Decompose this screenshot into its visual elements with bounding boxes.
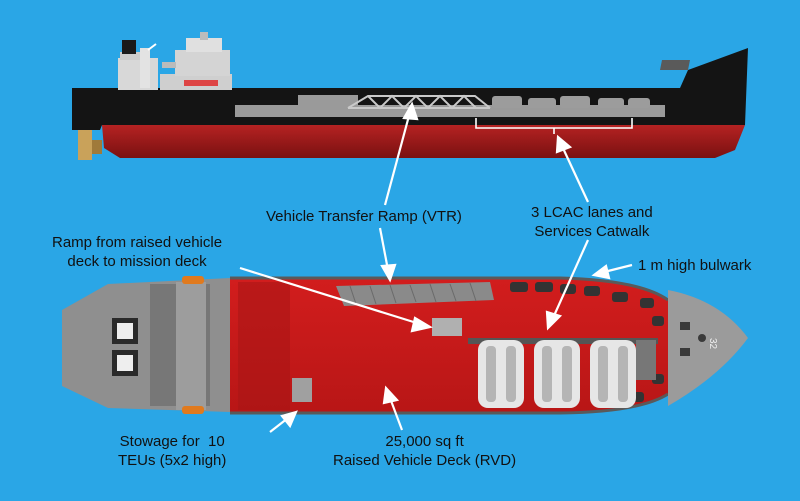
ramp-text-line1: Ramp from raised vehicle [52, 234, 223, 251]
deck-edge [235, 105, 665, 117]
label-bulwark: 1 m high bulwark [638, 256, 751, 275]
bow-deck [668, 290, 748, 406]
lifeboats [182, 276, 204, 414]
annotation-arrows [239, 101, 633, 433]
bulwark-text: 1 m high bulwark [638, 257, 752, 274]
vtr-ramp-plan [336, 282, 494, 306]
lcac-lanes [468, 338, 658, 408]
bow-marking: 32 [707, 338, 718, 350]
side-profile [72, 32, 748, 160]
ramp-text-line2: deck to mission deck [67, 253, 207, 270]
lcac-text-line2: Services Catwalk [534, 223, 650, 240]
funnels [112, 318, 138, 376]
hull-red [102, 125, 745, 158]
label-stowage: Stowage for 10 TEUs (5x2 high) [118, 432, 226, 470]
bow-fittings [680, 322, 706, 356]
label-ramp-raised-deck: Ramp from raised vehicle deck to mission… [52, 233, 222, 271]
label-raised-vehicle-deck: 25,000 sq ft Raised Vehicle Deck (RVD) [333, 432, 516, 470]
deck-vehicles [492, 96, 650, 108]
label-lcac-lanes: 3 LCAC lanes and Services Catwalk [531, 203, 653, 241]
lcac-text-line1: 3 LCAC lanes and [531, 204, 653, 221]
stern-catwalk [176, 282, 206, 410]
rvd-text-line1: 25,000 sq ft [385, 433, 464, 450]
lcac-2 [534, 340, 580, 408]
propeller-stub [92, 140, 102, 154]
vtr-truss [347, 94, 491, 110]
rudder [78, 128, 92, 160]
deck-edge-2 [298, 95, 358, 105]
rvd-block [238, 282, 290, 410]
lcac-bracket [475, 118, 633, 134]
bulwark-edge [230, 276, 669, 415]
stowage-text-line2: TEUs (5x2 high) [118, 452, 227, 469]
stowage-text-line1: Stowage for 10 [119, 433, 225, 450]
rvd-text-line2: Raised Vehicle Deck (RVD) [333, 452, 517, 469]
vtr-text: Vehicle Transfer Ramp (VTR) [266, 208, 462, 225]
superstructure [118, 32, 232, 90]
mission-deck-ramp [432, 318, 462, 336]
lcac-3 [590, 340, 636, 408]
bow-flare [660, 60, 690, 70]
teu-stowage [292, 378, 312, 402]
lcac-1 [478, 340, 524, 408]
plan-view: 32 [62, 276, 748, 415]
label-vehicle-transfer-ramp: Vehicle Transfer Ramp (VTR) [266, 207, 462, 226]
